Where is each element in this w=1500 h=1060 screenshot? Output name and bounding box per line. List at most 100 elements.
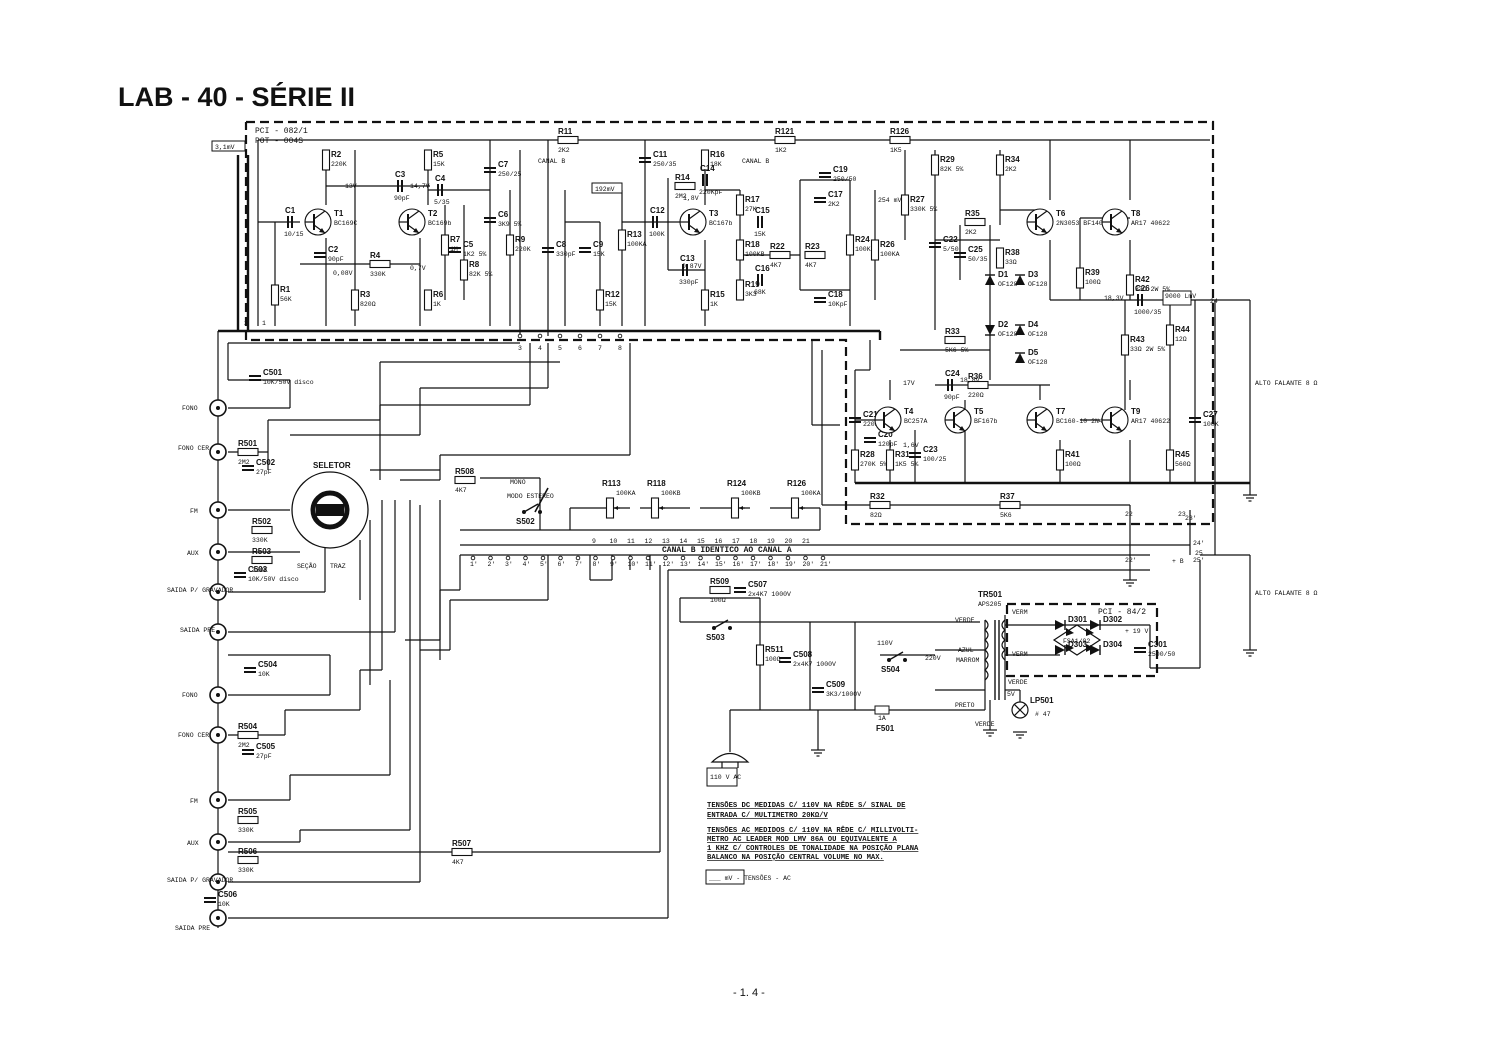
resistor-value-label: 100Ω	[710, 597, 726, 604]
resistor-ref-label: R3	[360, 290, 371, 299]
switch-s504[interactable]: S504	[881, 651, 907, 674]
pin-pot-label: 11	[627, 538, 635, 545]
pin-bottom-label: 11'	[645, 561, 657, 568]
capacitor-ref-label: C301	[1148, 640, 1168, 649]
resistor-ref-label: R27	[910, 195, 925, 204]
transformer-ref: TR501	[978, 590, 1003, 599]
speaker-label-b: ALTO FALANTE 8 Ω	[1255, 590, 1318, 597]
voltage-reading: 13V	[345, 183, 357, 190]
jack-fm[interactable]	[209, 501, 227, 519]
jack-b-aux[interactable]	[209, 833, 227, 851]
resistor-ref-label: R12	[605, 290, 620, 299]
resistor-ref-label: R7	[450, 235, 461, 244]
jack-b-saida-pre[interactable]	[209, 909, 227, 927]
transformer-type: APS205	[978, 601, 1002, 608]
resistor-value-label: 1M	[450, 246, 458, 253]
resistor-ref-label: R126	[890, 127, 910, 136]
capacitor-value-label: 5/35	[434, 199, 450, 206]
resistor-ref-label: R33	[945, 327, 960, 336]
resistor-ref-label: R28	[860, 450, 875, 459]
pin-pot: 15	[697, 538, 705, 545]
resistor-value-label: 100KA	[880, 251, 900, 258]
resistor-value-label: 220Ω	[968, 392, 984, 399]
diode-ref-label: D3	[1028, 270, 1039, 279]
legend-box	[705, 869, 745, 885]
jack-b-saida-gravador[interactable]	[209, 873, 227, 891]
pin-bottom: 8'	[593, 555, 600, 568]
diode-ref-label: D5	[1028, 348, 1039, 357]
pin-bottom: 13'	[680, 555, 692, 568]
jack-label-a-gravador: SAIDA P/ GRAVADOR	[167, 587, 233, 594]
pin-pot-label: 9	[592, 538, 596, 545]
jack-saida-gravador[interactable]	[209, 583, 227, 601]
pin-bottom: 1'	[470, 555, 478, 568]
diode-d301: D301	[1055, 615, 1088, 630]
capacitor-ref-label: C1	[285, 206, 296, 215]
jack-saida-pre[interactable]	[209, 623, 227, 641]
selector-switch[interactable]	[291, 471, 369, 549]
pin-top: 8	[617, 333, 623, 352]
capacitor-value-label: 330pF	[679, 279, 699, 286]
mains-voltage-label: 110 V AC	[710, 774, 741, 781]
switch-s503[interactable]: S503	[706, 619, 732, 642]
resistor-ref-label: R6	[433, 290, 444, 299]
switch-s502[interactable]: S502	[516, 503, 542, 526]
capacitor-value-label: 330pF	[556, 251, 576, 258]
jack-b-fm[interactable]	[209, 791, 227, 809]
pin-bottom: 16'	[733, 555, 744, 568]
jack-b-fono-cer[interactable]	[209, 726, 227, 744]
capacitor-ref-label: C507	[748, 580, 768, 589]
pin-bottom: 3'	[505, 555, 513, 568]
pin-pot-label: 21	[802, 538, 810, 545]
pin-pot: 12	[645, 538, 653, 545]
resistor-ref-label: R26	[880, 240, 895, 249]
resistor-ref-label: R511	[765, 645, 784, 654]
pot-value-label: 100KA	[616, 490, 636, 497]
level-label-vol: 254 mV	[878, 197, 902, 204]
capacitor-value-label: 15K	[593, 251, 605, 258]
s504-110v: 110V	[877, 640, 893, 647]
resistor-value-label: 330K	[370, 271, 386, 278]
pin-bottom: 19'	[785, 555, 797, 568]
jack-aux[interactable]	[209, 543, 227, 561]
pin-out-label: 2	[244, 320, 248, 327]
jack-b-fono[interactable]	[209, 686, 227, 704]
capacitor-value-label: 100K	[649, 231, 665, 238]
wire-verde-3: VERDE	[975, 721, 995, 728]
capacitor-value-label: 100K	[1203, 421, 1219, 428]
resistor-r26: R26 100KA	[870, 239, 900, 261]
diode-ref-label: D301	[1068, 615, 1088, 624]
wire-verm-2: VERM	[1012, 651, 1028, 658]
resistor-ref-label: R41	[1065, 450, 1080, 459]
jack-fono-cer[interactable]	[209, 443, 227, 461]
jack-fono[interactable]	[209, 399, 227, 417]
mode-switch[interactable]	[534, 487, 549, 513]
capacitor-value-label: 90pF	[394, 195, 410, 202]
resistor-value-label: 2K2	[558, 147, 570, 154]
transistor-type-label: BC169C	[334, 220, 358, 227]
resistor-value-label: 1K	[710, 301, 718, 308]
diode-d303: D303	[1055, 640, 1088, 655]
diode-d304: D304	[1090, 640, 1123, 655]
measurement-notes: TENSÕES DC MEDIDAS C/ 110V NA RÊDE S/ SI…	[707, 801, 919, 862]
pot-ref-label: R118	[647, 479, 666, 488]
